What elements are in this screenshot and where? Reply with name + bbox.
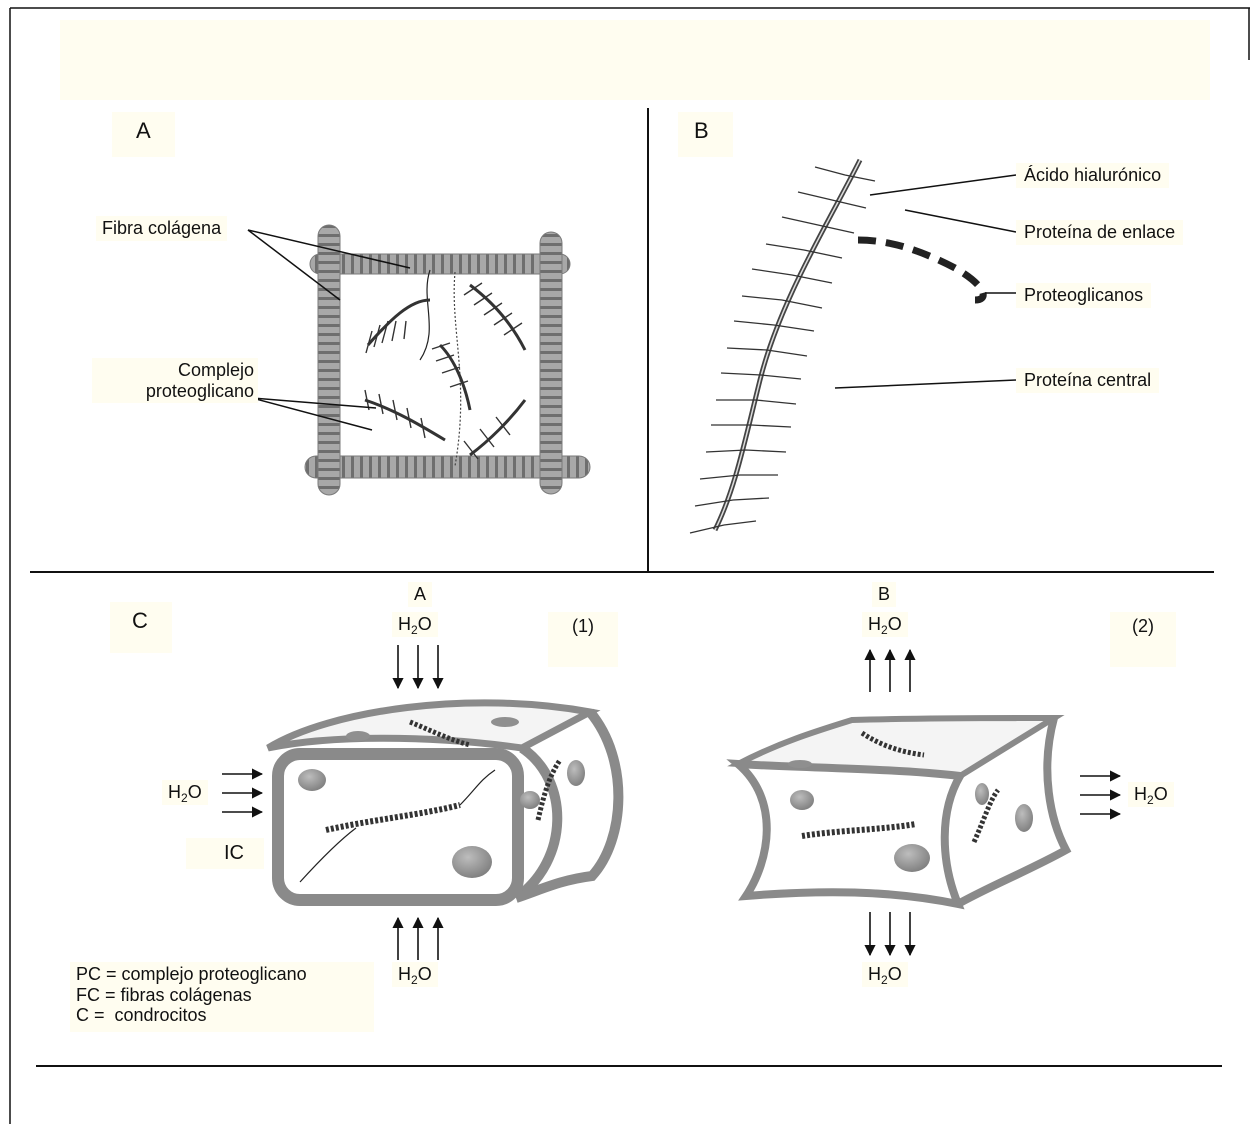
legend-item-pc: PC = complejo proteoglicano [76,964,368,985]
label-proteina-enlace: Proteína de enlace [1016,220,1183,245]
label-h2o-2-right: H2O [1128,782,1174,807]
legend-item-fc: FC = fibras colágenas [76,985,368,1006]
label-complejo-proteoglicano: Complejo proteoglicano [92,358,258,403]
label-sub-a: A [408,582,432,607]
collagen-network-illustration [248,225,590,495]
legend: PC = complejo proteoglicano FC = fibras … [70,962,374,1032]
label-state-1: (1) [548,612,618,667]
panel-label-a: A [112,112,175,157]
label-fibra-colagena: Fibra colágena [96,216,227,241]
label-h2o-2-bottom: H2O [862,962,908,987]
proteoglycan-aggregate-illustration [690,160,1016,533]
label-proteina-central: Proteína central [1016,368,1159,393]
label-sub-b: B [872,582,896,607]
label-h2o-1-bottom: H2O [392,962,438,987]
label-ic: IC [186,838,264,869]
swollen-cartilage-block-illustration [268,703,618,900]
label-state-2: (2) [1110,612,1176,667]
label-acido-hialuronico: Ácido hialurónico [1016,163,1169,188]
label-complejo-line2: proteoglicano [96,381,254,402]
legend-item-c: C = condrocitos [76,1005,368,1026]
label-h2o-1-top: H2O [392,612,438,637]
panel-label-c: C [110,602,172,653]
label-proteoglicanos: Proteoglicanos [1016,283,1151,308]
label-complejo-line1: Complejo [96,360,254,381]
compressed-cartilage-block-illustration [738,718,1066,904]
panel-label-b: B [678,112,733,157]
label-h2o-2-top: H2O [862,612,908,637]
label-h2o-1-left: H2O [162,780,208,805]
